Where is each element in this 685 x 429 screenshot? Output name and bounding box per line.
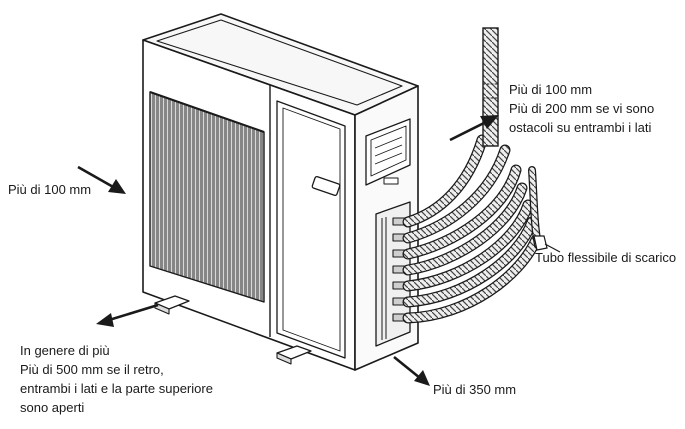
rear-top-clearance-line-1: Più di 100 mm xyxy=(509,82,593,97)
front-clearance-label: Più di 350 mm xyxy=(433,382,517,397)
rear-clearance-line-3: entrambi i lati e la parte superiore xyxy=(20,381,213,396)
rear-clearance-line-1: In genere di più xyxy=(20,343,110,358)
left-clearance-label: Più di 100 mm xyxy=(8,182,92,197)
rear-top-clearance-line-3: ostacoli su entrambi i lati xyxy=(509,120,652,135)
rear-top-clearance-line-2: Più di 200 mm se vi sono xyxy=(509,101,655,116)
arrow-rear-top xyxy=(449,115,499,142)
rear-clearance-label: In genere di più Più di 500 mm se il ret… xyxy=(20,341,213,417)
arrow-front-right xyxy=(393,355,430,386)
arrow-rear-bottom xyxy=(96,303,159,327)
arrow-left-side xyxy=(77,165,126,194)
rear-clearance-line-4: sono aperti xyxy=(20,400,85,415)
rear-clearance-line-2: Più di 500 mm se il retro, xyxy=(20,362,164,377)
drain-pointer xyxy=(544,243,561,253)
rear-top-clearance-label: Più di 100 mm Più di 200 mm se vi sono o… xyxy=(509,80,654,137)
outdoor-unit xyxy=(142,13,419,371)
clearance-arrows xyxy=(77,115,561,386)
refrigerant-pipes xyxy=(402,27,548,324)
drain-hose-label: Tubo flessibile di scarico xyxy=(535,250,677,265)
